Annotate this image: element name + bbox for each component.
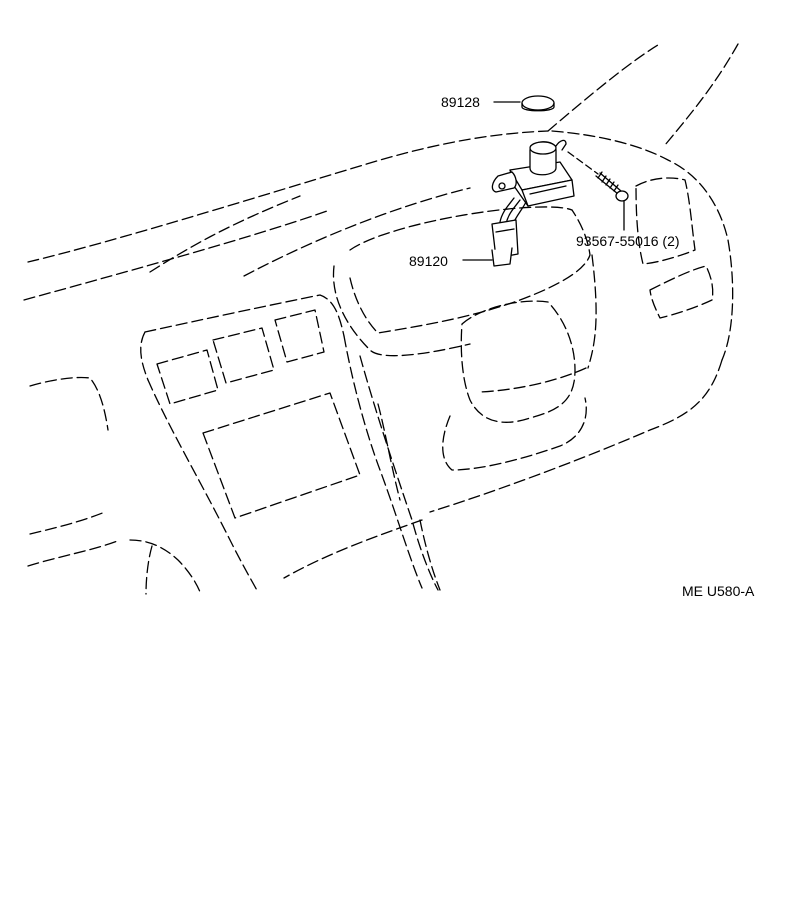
screw [595, 171, 629, 202]
part-label-93567: 93567-55016 (2) [576, 233, 680, 249]
sensor-assembly [491, 139, 575, 267]
dashboard-outline [23, 43, 739, 595]
sensor-cap [521, 95, 555, 112]
screw-guide-line [567, 151, 599, 175]
part-label-89128: 89128 [441, 94, 480, 110]
part-label-89120: 89120 [409, 253, 448, 269]
figure-code: ME U580-A [682, 583, 755, 599]
